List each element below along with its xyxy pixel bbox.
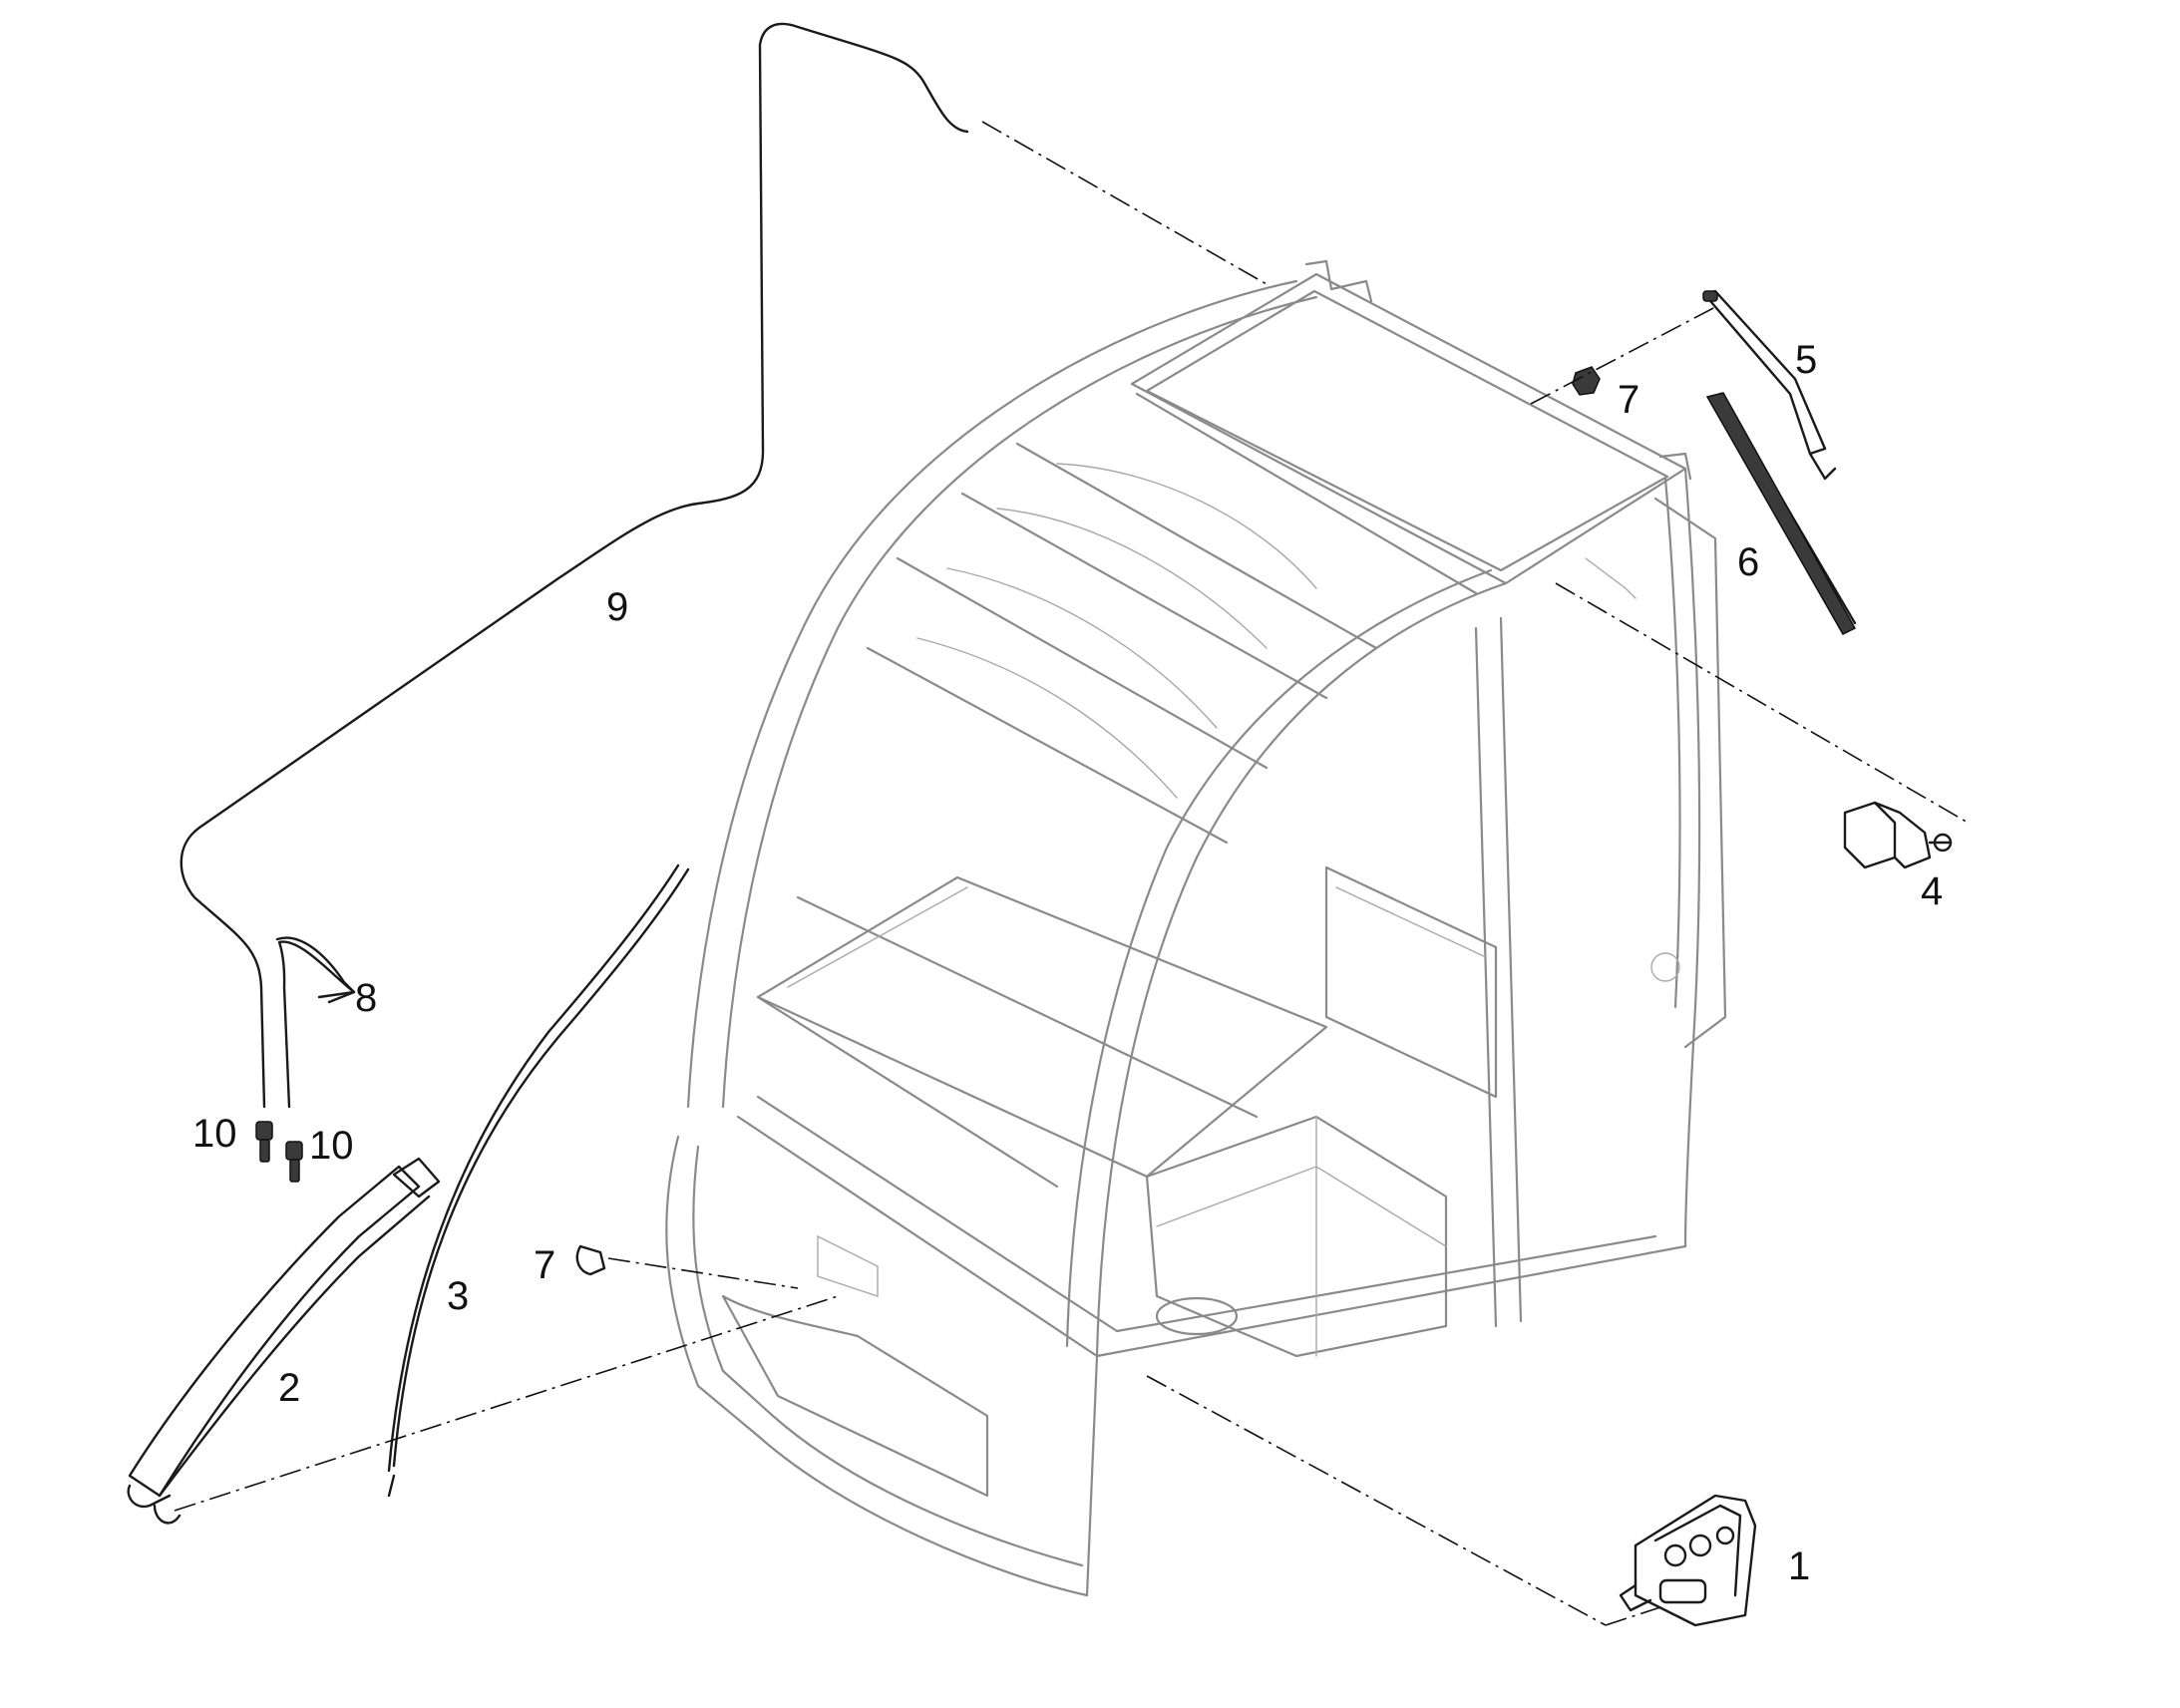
callout-part-8: 8 xyxy=(355,976,377,1020)
washer-hose-branch xyxy=(277,940,356,1109)
callout-part-9: 9 xyxy=(606,585,628,629)
callout-part-2: 2 xyxy=(278,1366,300,1410)
washer-jet-icon xyxy=(255,1121,273,1163)
front-wiper-arm-part-2 xyxy=(127,1157,441,1525)
front-wiper-blade-part-3 xyxy=(387,863,690,1498)
callout-part-3: 3 xyxy=(447,1274,469,1318)
callout-part-6: 6 xyxy=(1737,540,1759,584)
grommet-icon xyxy=(575,1244,606,1276)
callout-part-4: 4 xyxy=(1921,869,1943,913)
rear-wiper-blade-part-6 xyxy=(1705,392,1857,635)
rear-wiper-arm-part-5 xyxy=(1702,289,1837,481)
washer-hose-part-9 xyxy=(180,22,969,1109)
callout-part-7-rear: 7 xyxy=(1618,378,1639,422)
callout-part-10-right: 10 xyxy=(309,1124,354,1168)
grommet-icon xyxy=(1572,366,1601,396)
callout-part-7-front: 7 xyxy=(534,1243,555,1287)
callout-part-10-left: 10 xyxy=(192,1112,237,1156)
callout-part-1: 1 xyxy=(1788,1544,1810,1588)
callout-part-5: 5 xyxy=(1795,338,1817,382)
hose-connector-part-8 xyxy=(275,936,356,1004)
front-wiper-motor-part-1 xyxy=(1619,1494,1757,1627)
assembly-leader-lines xyxy=(174,121,1971,1626)
washer-jet-icon xyxy=(285,1141,303,1183)
rear-wiper-motor-part-4 xyxy=(1843,801,1953,869)
cab-frame xyxy=(665,259,1727,1597)
